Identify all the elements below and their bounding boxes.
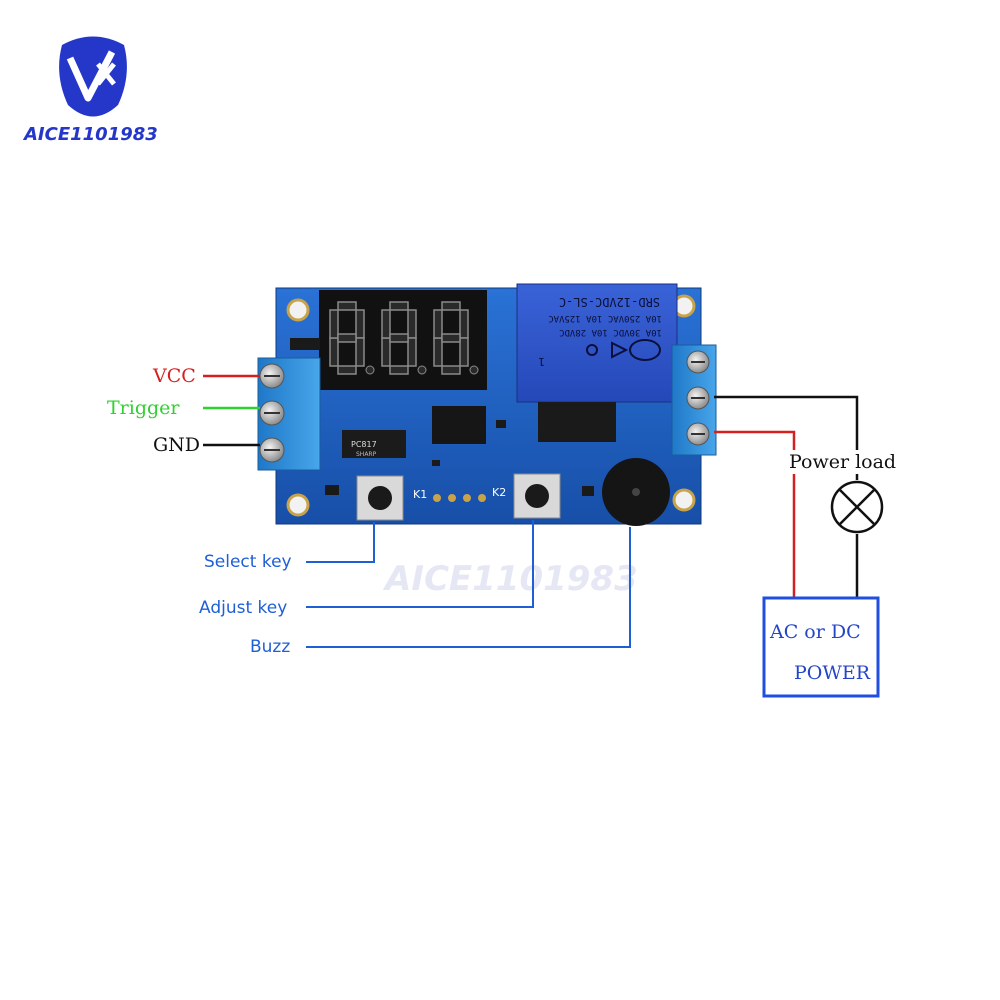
delay-relay-module: SRD-12VDC-SL-C 10A 250VAC 10A 125VAC 10A… — [257, 283, 717, 526]
microcontroller-chip — [432, 406, 486, 444]
input-wires: VCC Trigger GND — [107, 365, 260, 456]
optocoupler-maker: SHARP — [356, 451, 377, 458]
decimal-point — [469, 365, 479, 375]
relay-warning-icon — [611, 341, 629, 359]
mounting-hole — [672, 488, 696, 512]
relay: SRD-12VDC-SL-C 10A 250VAC 10A 125VAC 10A… — [516, 283, 678, 403]
output-terminal-block — [671, 344, 717, 456]
input-terminal-block — [257, 357, 321, 471]
buzz-leader — [306, 527, 631, 648]
display-digits — [329, 301, 479, 375]
mounting-hole — [286, 298, 310, 322]
select-key-button: K1 — [356, 475, 427, 521]
segment — [355, 337, 365, 367]
segment — [389, 333, 409, 343]
smd-component — [582, 486, 594, 496]
brand-logo-text: AICE1101983 — [22, 124, 158, 145]
adjust-key-label: Adjust key — [199, 598, 287, 618]
relay-model: SRD-12VDC-SL-C — [559, 295, 660, 309]
power-box-line2: POWER — [794, 662, 871, 684]
power-box-line1: AC or DC — [769, 621, 861, 643]
relay-rating-2: 10A 30VDC 10A 28VDC — [559, 327, 662, 337]
smd-component — [432, 460, 440, 466]
relay-cert-icon — [629, 339, 661, 361]
header-pins — [433, 494, 486, 502]
vcc-label: VCC — [152, 365, 196, 387]
segment — [459, 337, 469, 367]
segment — [433, 309, 443, 339]
segment — [441, 365, 461, 375]
segment — [329, 337, 339, 367]
decimal-point — [365, 365, 375, 375]
segment — [459, 309, 469, 339]
segment — [337, 333, 357, 343]
buzzer — [602, 458, 670, 526]
load-wire-positive — [714, 430, 796, 598]
segment — [381, 337, 391, 367]
optocoupler: PC817 SHARP — [342, 430, 406, 458]
segment — [441, 333, 461, 343]
optocoupler-label: PC817 — [351, 440, 377, 449]
load-circuit: Power load AC or DC POWER — [714, 395, 912, 698]
segment — [355, 309, 365, 339]
relay-pin-label: 1 — [538, 355, 545, 368]
power-load-label: Power load — [789, 451, 896, 473]
segment — [337, 365, 357, 375]
segment — [407, 337, 417, 367]
segment — [433, 337, 443, 367]
relay-socket — [538, 402, 616, 442]
segment — [441, 301, 461, 311]
adjust-key-button: K2 — [492, 473, 561, 519]
power-load-label-bg — [786, 450, 912, 474]
buzz-label: Buzz — [250, 637, 290, 657]
lamp-icon — [830, 480, 884, 534]
brand-watermark: AICE1101983 — [382, 559, 638, 599]
segment — [389, 365, 409, 375]
gnd-label: GND — [153, 434, 200, 456]
diode — [290, 338, 320, 350]
select-key-label: Select key — [204, 552, 292, 572]
smd-component — [496, 420, 506, 428]
key2-label: K2 — [492, 486, 506, 499]
relay-dot-icon — [586, 344, 598, 356]
smd-component — [325, 485, 339, 495]
adjust-key-leader — [306, 520, 534, 608]
brand-logo: AICE1101983 — [22, 36, 158, 145]
segment — [337, 301, 357, 311]
mounting-hole — [286, 493, 310, 517]
brand-logo-shield — [59, 36, 127, 117]
power-source-box — [762, 596, 880, 698]
key1-label: K1 — [413, 488, 427, 501]
relay-rating-1: 10A 250VAC 10A 125VAC — [548, 313, 662, 323]
trigger-label: Trigger — [107, 397, 180, 419]
segment — [407, 309, 417, 339]
seven-segment-display — [319, 290, 487, 390]
segment — [329, 309, 339, 339]
decimal-point — [417, 365, 427, 375]
segment — [389, 301, 409, 311]
segment — [381, 309, 391, 339]
select-key-leader — [306, 522, 375, 563]
control-callouts: Select key Adjust key Buzz — [199, 520, 631, 657]
